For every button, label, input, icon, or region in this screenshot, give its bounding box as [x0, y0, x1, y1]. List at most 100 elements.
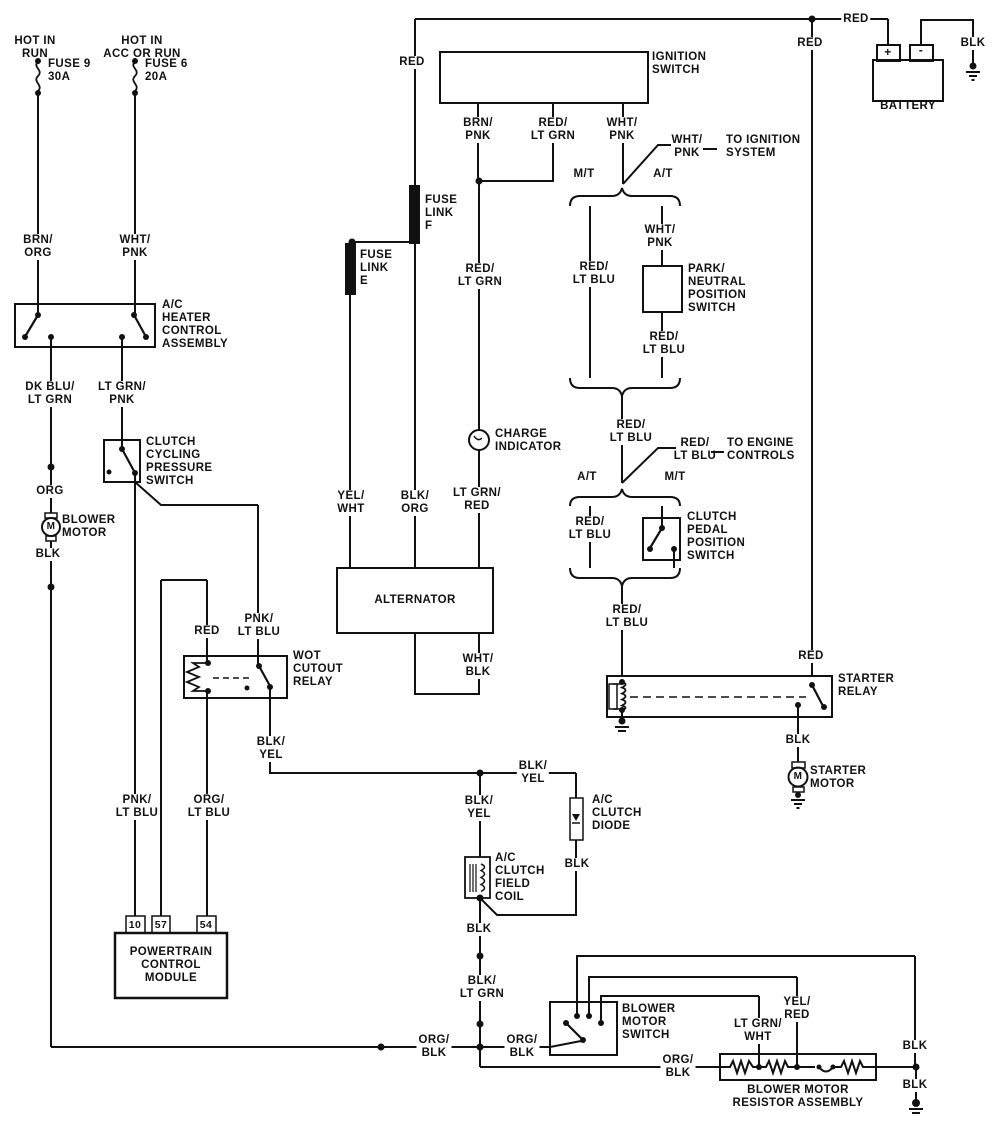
- wire-label-dk-blu-lt-grn: DK BLU/ LT GRN: [23, 381, 77, 407]
- wire-to-ignition-branch: [622, 144, 717, 185]
- wire-label-lt-grn-pnk: LT GRN/ PNK: [96, 381, 148, 407]
- wire-label-org-lt-blu: ORG/ LT BLU: [185, 794, 233, 820]
- pcm-label: POWERTRAIN CONTROL MODULE: [129, 946, 213, 984]
- pcm-box: [113, 915, 229, 1000]
- ac-heater-control-label: A/C HEATER CONTROL ASSEMBLY: [162, 299, 229, 350]
- starter-ground-icon: [791, 799, 805, 809]
- wire-top-bus-red: [415, 18, 974, 676]
- battery-label: BATTERY: [880, 100, 936, 112]
- switch-blade-icon: [121, 448, 135, 472]
- wire-label-wht-pnk: WHT/ PNK: [642, 224, 678, 250]
- wire-label-wht-pnk: WHT/ PNK: [117, 234, 153, 260]
- wire-label-brn-pnk: BRN/ PNK: [461, 117, 495, 143]
- battery-minus-terminal: -: [918, 43, 924, 57]
- hot-in-run-label: HOT IN RUN: [14, 35, 56, 60]
- wire-label-org-blk: ORG/ BLK: [416, 1034, 452, 1060]
- coil-loops-icon: [479, 863, 486, 893]
- wire-label-org-blk: ORG/ BLK: [504, 1034, 540, 1060]
- wire-label-blk-yel: BLK/ YEL: [462, 795, 496, 821]
- mt-label-1: M/T: [573, 168, 595, 180]
- wire-label-red-lt-blu: RED/ LT BLU: [566, 516, 614, 542]
- diode-icon: [572, 814, 580, 821]
- fuse-link-e-icon: [345, 243, 356, 295]
- at-label-2: A/T: [577, 471, 597, 483]
- wire-label-red-lt-grn: RED/ LT GRN: [455, 263, 505, 289]
- resistor-ground-icon: [909, 1108, 923, 1114]
- wire-label-org: ORG: [34, 485, 66, 498]
- blower-resistor-label: BLOWER MOTOR RESISTOR ASSEMBLY: [732, 1084, 864, 1109]
- brace-open-2: [569, 488, 681, 507]
- ac-field-coil-box: [464, 856, 491, 899]
- brace-close-2: [569, 567, 681, 587]
- ignition-switch-label: IGNITION SWITCH: [652, 51, 707, 76]
- clutch-pedal-label: CLUTCH PEDAL POSITION SWITCH: [687, 511, 746, 562]
- hot-in-acc-label: HOT IN ACC OR RUN: [103, 35, 181, 60]
- wire-label-wht-pnk: WHT/ PNK: [604, 117, 640, 143]
- switch-blade-icon: [565, 1022, 584, 1041]
- wire-label-lt-grn-wht: LT GRN/ WHT: [732, 1018, 784, 1044]
- red-lt-blu-engine-label: RED/ LT BLU: [673, 437, 717, 462]
- wire-label-blk-yel: BLK/ YEL: [516, 760, 550, 786]
- mt-label-2: M/T: [664, 471, 686, 483]
- wot-relay-label: WOT CUTOUT RELAY: [293, 650, 344, 688]
- wht-pnk-branch-label: WHT/ PNK: [671, 134, 703, 159]
- starter-motor-m-icon: M: [793, 771, 803, 782]
- wire-label-red: RED: [397, 56, 427, 69]
- alternator-label: ALTERNATOR: [374, 594, 456, 606]
- coil-core-icon: [469, 864, 477, 892]
- wire-label-pnk-lt-blu: PNK/ LT BLU: [113, 794, 161, 820]
- wire-label-red-lt-blu: RED/ LT BLU: [570, 261, 618, 287]
- blower-switch-box: [549, 955, 915, 1056]
- at-label-1: A/T: [653, 168, 673, 180]
- to-ignition-label: TO IGNITION SYSTEM: [726, 134, 801, 159]
- switch-blade-icon: [649, 527, 663, 549]
- junction-dots: [22, 15, 977, 1107]
- starter-relay-label: STARTER RELAY: [838, 673, 895, 698]
- wire-label-red: RED: [841, 13, 871, 26]
- wire-label-blk: BLK: [783, 734, 813, 747]
- switch-blade-icon: [133, 314, 146, 336]
- left-feed-wires: [35, 61, 138, 315]
- brace-close-1: [569, 377, 681, 397]
- wire-label-red: RED: [796, 650, 826, 663]
- starter-motor-icon: [787, 761, 809, 809]
- pcm-pin10-label: 10: [128, 919, 142, 931]
- fuse9-icon: [35, 61, 41, 92]
- wire-label-blk-lt-grn: BLK/ LT GRN: [457, 975, 507, 1001]
- fuse6-label: FUSE 6 20A: [145, 58, 188, 83]
- wire-fuse-links: [345, 19, 420, 568]
- battery-ground-icon: [966, 71, 980, 81]
- mt-at-split-1: [569, 187, 683, 483]
- wire-label-red-lt-blu: RED/ LT BLU: [640, 331, 688, 357]
- ac-clutch-diode-label: A/C CLUTCH DIODE: [592, 794, 642, 832]
- park-neutral-label: PARK/ NEUTRAL POSITION SWITCH: [688, 263, 747, 314]
- resistor-icon: [833, 1057, 916, 1077]
- wire-label-yel-wht: YEL/ WHT: [335, 490, 367, 516]
- wire-label-pnk-lt-blu: PNK/ LT BLU: [235, 613, 283, 639]
- wire-label-blk: BLK: [464, 923, 494, 936]
- clutch-cycling-label: CLUTCH CYCLING PRESSURE SWITCH: [146, 436, 213, 487]
- switch-blade-icon: [811, 684, 824, 707]
- wire-label-red: RED: [795, 37, 825, 50]
- pcm-pin54-label: 54: [199, 919, 213, 931]
- brace-open-1: [569, 187, 681, 207]
- relay-diode-icon: [608, 683, 618, 710]
- blower-switch-label: BLOWER MOTOR SWITCH: [622, 1003, 676, 1041]
- to-engine-label: TO ENGINE CONTROLS: [727, 437, 795, 462]
- ac-field-coil-label: A/C CLUTCH FIELD COIL: [495, 852, 545, 903]
- wot-cutout-relay-box: [160, 505, 576, 916]
- wire-label-yel-red: YEL/ RED: [781, 996, 813, 1022]
- clutch-cycling-switch-box: [103, 439, 258, 916]
- wire-label-blk: BLK: [900, 1079, 930, 1092]
- fuse-link-f-label: FUSE LINK F: [425, 194, 458, 232]
- relay-coil-icon: [619, 681, 627, 711]
- battery-plus-terminal: +: [884, 45, 892, 59]
- battery: [872, 44, 980, 102]
- wire-label-red: RED: [192, 625, 222, 638]
- fuse6-icon: [132, 61, 138, 92]
- wire-label-blk-org: BLK/ ORG: [398, 490, 432, 516]
- wire-label-blk-yel: BLK/ YEL: [254, 736, 288, 762]
- starter-relay-box: [606, 675, 833, 762]
